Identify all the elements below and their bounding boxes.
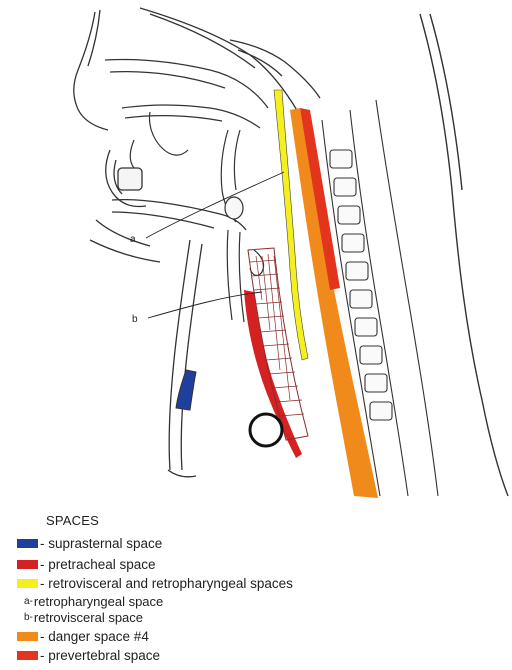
label-a: a — [130, 234, 136, 245]
legend-item-retrovisceral-sub: b- retrovisceral space — [24, 608, 143, 626]
legend-title: SPACES — [46, 513, 99, 528]
suprasternal-space — [176, 370, 196, 410]
cervical-spine — [322, 100, 438, 496]
legend-item-pretracheal: - pretracheal space — [0, 555, 156, 573]
palate-outline — [122, 105, 260, 168]
swatch-prevertebral — [17, 651, 38, 660]
legend-item-retrovisceral: - retrovisceral and retropharyngeal spac… — [0, 574, 293, 592]
swatch-suprasternal — [17, 539, 38, 548]
jaw-outline — [90, 150, 246, 262]
legend-item-prevertebral: - prevertebral space — [0, 646, 160, 664]
legend-item-danger: - danger space #4 — [0, 627, 149, 645]
posterior-contour — [420, 14, 508, 496]
anterior-neck-outline — [168, 240, 202, 477]
swatch-retrovisceral — [17, 579, 38, 588]
label-leaders — [146, 172, 284, 318]
legend: SPACES - suprasternal space - pretrachea… — [0, 500, 512, 670]
circle-marker — [250, 414, 282, 446]
legend-item-suprasternal: - suprasternal space — [0, 534, 162, 552]
swatch-danger — [17, 632, 38, 641]
neck-sagittal-diagram: a b — [0, 0, 512, 500]
swatch-pretracheal — [17, 560, 38, 569]
label-b: b — [132, 314, 138, 325]
